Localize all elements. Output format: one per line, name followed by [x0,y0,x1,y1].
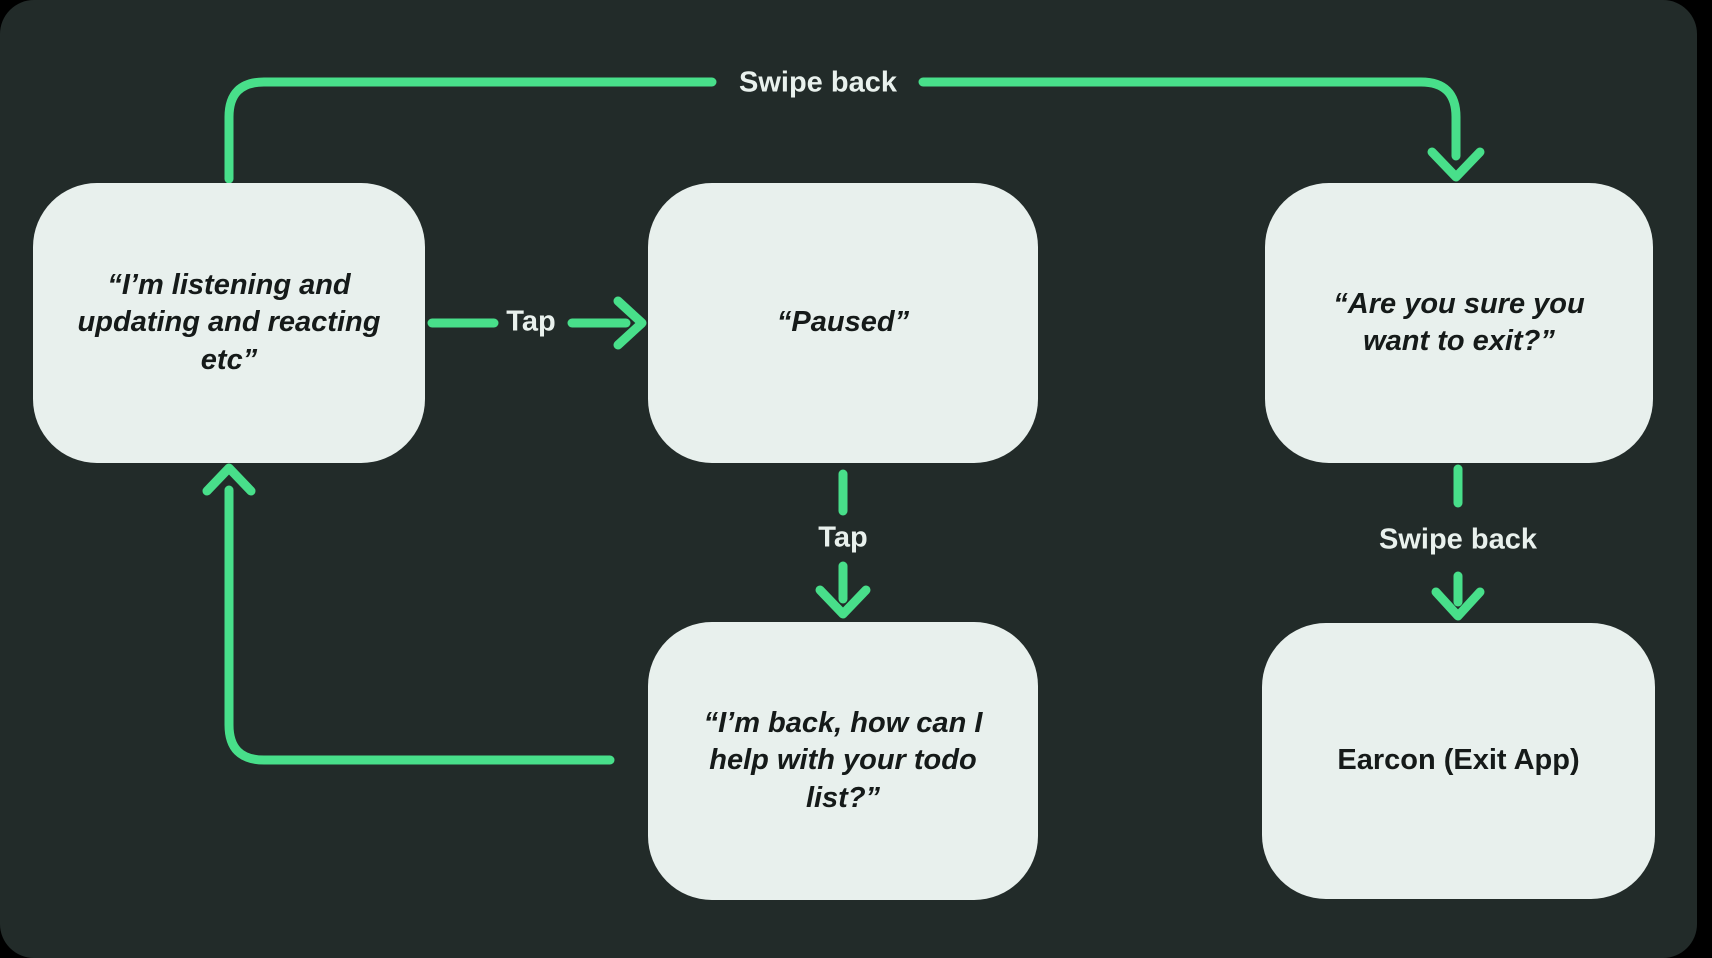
node-paused-text: “Paused” [776,306,910,339]
node-confirm-exit: “Are you sure you want to exit?” [1265,183,1653,463]
node-back-help-text: “I’m back, how can I help with your todo… [703,707,983,814]
edge-label-swipe-back-top: Swipe back [739,66,897,99]
node-earcon-exit-app-text: Earcon (Exit App) [1337,744,1580,777]
node-confirm-exit-text: “Are you sure you want to exit?” [1333,287,1585,357]
node-listening-text: “I’m listening and updating and reacting… [77,269,381,376]
node-earcon-exit-app: Earcon (Exit App) [1262,623,1655,899]
edge-label-tap-down: Tap [818,521,868,554]
node-listening: “I’m listening and updating and reacting… [33,183,425,463]
edge-label-swipe-back-down: Swipe back [1379,523,1537,556]
node-back-help: “I’m back, how can I help with your todo… [648,622,1038,900]
edge-label-tap-right: Tap [506,305,556,338]
node-paused: “Paused” [648,183,1038,463]
